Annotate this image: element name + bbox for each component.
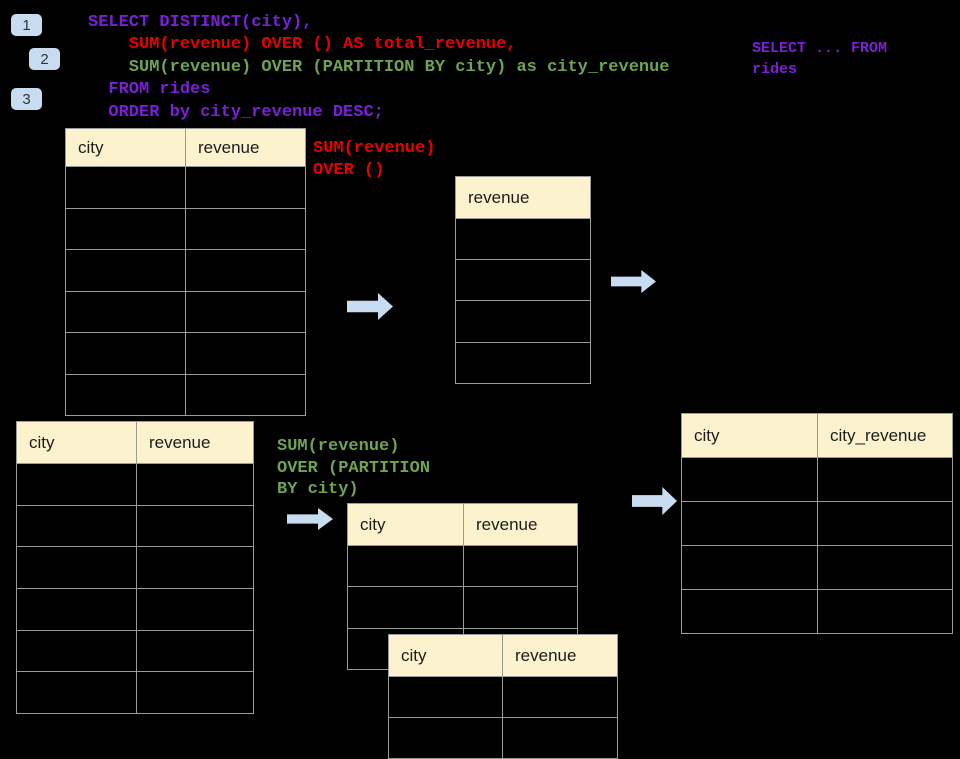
empty-cell: [17, 464, 137, 506]
table-source-top: city revenue: [65, 128, 306, 416]
annotation-line: SUM(revenue): [313, 139, 436, 158]
empty-cell: [456, 219, 591, 261]
empty-cell: [186, 250, 306, 292]
column-header-revenue: revenue: [503, 635, 618, 677]
empty-cell: [66, 374, 186, 416]
empty-cell: [456, 260, 591, 302]
empty-cell: [464, 587, 578, 629]
column-header-city-revenue: city_revenue: [818, 414, 953, 458]
empty-cell: [503, 718, 618, 759]
arrow-right-icon: [611, 270, 656, 293]
empty-cell: [818, 458, 953, 502]
empty-cell: [17, 588, 137, 631]
side-note-select-from-rides: SELECT ... FROM rides: [752, 38, 887, 80]
empty-cell: [17, 672, 137, 714]
empty-cell: [456, 342, 591, 384]
empty-cell: [66, 291, 186, 333]
column-header-city: city: [66, 129, 186, 167]
sql-line-order-by: ORDER by city_revenue DESC;: [88, 102, 384, 122]
slide-canvas: { "colors": { "background": "#000000", "…: [11, 12, 953, 759]
empty-cell: [17, 630, 137, 673]
empty-cell: [66, 167, 186, 209]
side-note-line: rides: [752, 61, 798, 78]
step-badge-3: 3: [11, 88, 42, 110]
empty-cell: [186, 291, 306, 333]
column-header-revenue: revenue: [464, 504, 578, 546]
empty-cell: [17, 547, 137, 589]
empty-cell: [464, 546, 578, 588]
annotation-line: OVER (PARTITION: [277, 458, 431, 478]
step-badge-2: 2: [29, 48, 60, 70]
side-note-line: SELECT ... FROM: [752, 40, 888, 57]
annotation-line: OVER (): [313, 161, 385, 180]
sql-line-total-revenue: SUM(revenue) OVER () AS total_revenue,: [88, 35, 517, 55]
empty-cell: [818, 502, 953, 546]
empty-cell: [348, 546, 464, 588]
empty-cell: [682, 502, 818, 546]
empty-cell: [186, 208, 306, 250]
column-header-revenue: revenue: [137, 422, 254, 464]
annotation-line: BY city): [277, 480, 359, 499]
empty-cell: [137, 630, 254, 673]
empty-cell: [682, 546, 818, 590]
arrow-right-icon: [287, 508, 333, 530]
table-source-bottom: city revenue: [16, 421, 254, 714]
table-revenue-only: revenue: [455, 176, 591, 384]
empty-cell: [137, 505, 254, 548]
empty-cell: [137, 547, 254, 589]
empty-cell: [389, 718, 503, 759]
column-header-city: city: [348, 504, 464, 546]
empty-cell: [137, 588, 254, 631]
column-header-revenue: revenue: [456, 177, 591, 219]
annotation-total-revenue: SUM(revenue) OVER (): [313, 138, 435, 182]
empty-cell: [389, 677, 503, 718]
column-header-city: city: [17, 422, 137, 464]
annotation-line: SUM(revenue): [277, 437, 400, 456]
empty-cell: [456, 301, 591, 343]
empty-cell: [818, 546, 953, 590]
column-header-city: city: [389, 635, 503, 677]
arrow-right-icon: [632, 487, 677, 515]
empty-cell: [186, 167, 306, 209]
table-result-right: city city_revenue: [681, 413, 953, 634]
empty-cell: [818, 590, 953, 634]
sql-line-city-revenue: SUM(revenue) OVER (PARTITION BY city) as…: [88, 57, 670, 77]
arrow-right-icon: [347, 293, 393, 320]
table-partition-mid: city revenue: [347, 503, 578, 670]
step-badge-1: 1: [11, 14, 42, 36]
empty-cell: [682, 590, 818, 634]
annotation-partition: SUM(revenue) OVER (PARTITION BY city): [277, 436, 430, 501]
empty-cell: [186, 333, 306, 375]
empty-cell: [66, 208, 186, 250]
empty-cell: [66, 333, 186, 375]
sql-line-select: SELECT DISTINCT(city),: [88, 13, 313, 32]
sql-line-from: FROM rides: [88, 80, 211, 100]
empty-cell: [503, 677, 618, 718]
column-header-revenue: revenue: [186, 129, 306, 167]
empty-cell: [17, 505, 137, 548]
empty-cell: [137, 672, 254, 714]
empty-cell: [137, 464, 254, 506]
empty-cell: [186, 374, 306, 416]
empty-cell: [682, 458, 818, 502]
empty-cell: [348, 587, 464, 629]
sql-query: SELECT DISTINCT(city), SUM(revenue) OVER…: [88, 12, 670, 124]
table-partition-front: city revenue: [388, 634, 618, 759]
column-header-city: city: [682, 414, 818, 458]
empty-cell: [66, 250, 186, 292]
